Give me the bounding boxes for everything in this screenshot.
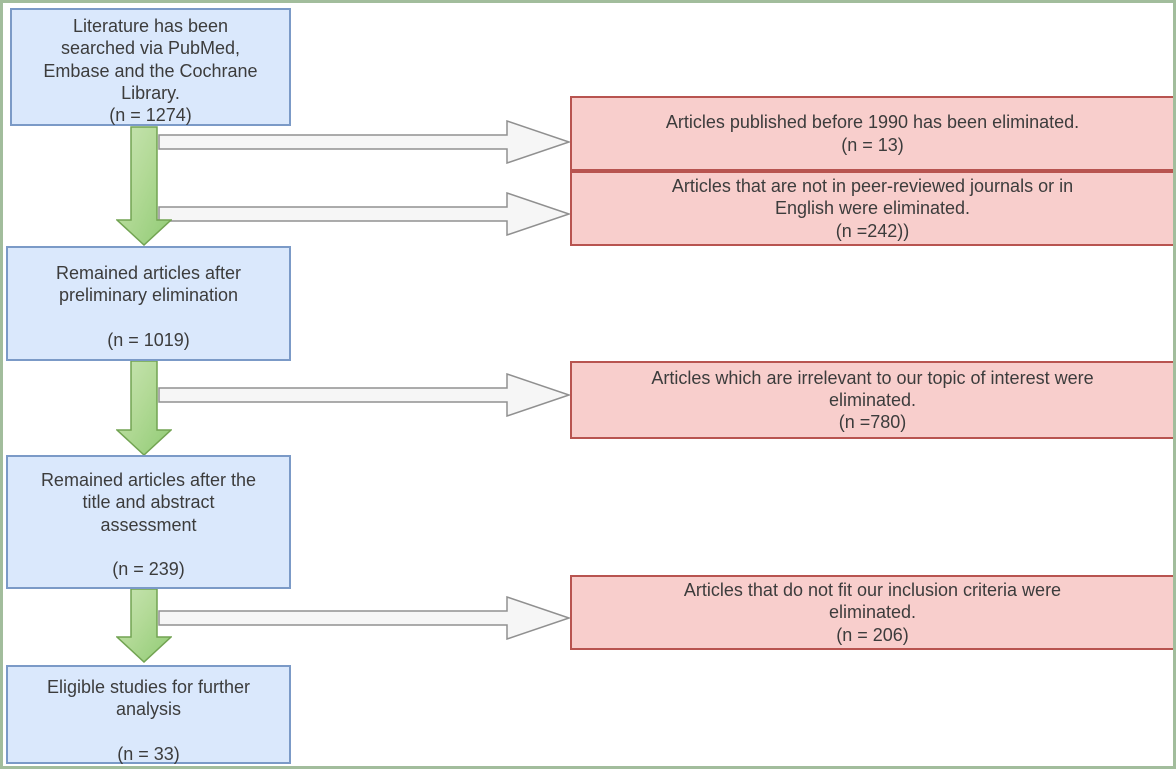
exclusion-box-before-1990: Articles published before 1990 has been …: [570, 96, 1173, 171]
right-arrow-to-exclusion-4: [158, 596, 571, 640]
down-arrow-stage2-to-stage3: [116, 361, 172, 456]
exclusion-box-inclusion-criteria: Articles that do not fit our inclusion c…: [570, 575, 1173, 650]
stage-box-preliminary-elimination: Remained articles after preliminary elim…: [6, 246, 291, 361]
down-arrow-stage3-to-stage4: [116, 589, 172, 663]
exclusion-box-irrelevant-topic: Articles which are irrelevant to our top…: [570, 361, 1173, 439]
stage-box-title-abstract-assessment: Remained articles after the title and ab…: [6, 455, 291, 589]
exclusion-box-not-peer-reviewed: Articles that are not in peer-reviewed j…: [570, 171, 1173, 246]
right-arrow-to-exclusion-2: [158, 192, 571, 236]
stage-box-search: Literature has been searched via PubMed,…: [10, 8, 291, 126]
stage-box-eligible-studies: Eligible studies for further analysis (n…: [6, 665, 291, 764]
right-arrow-to-exclusion-1: [158, 120, 571, 164]
right-arrow-to-exclusion-3: [158, 373, 571, 417]
down-arrow-stage1-to-stage2: [116, 126, 172, 246]
